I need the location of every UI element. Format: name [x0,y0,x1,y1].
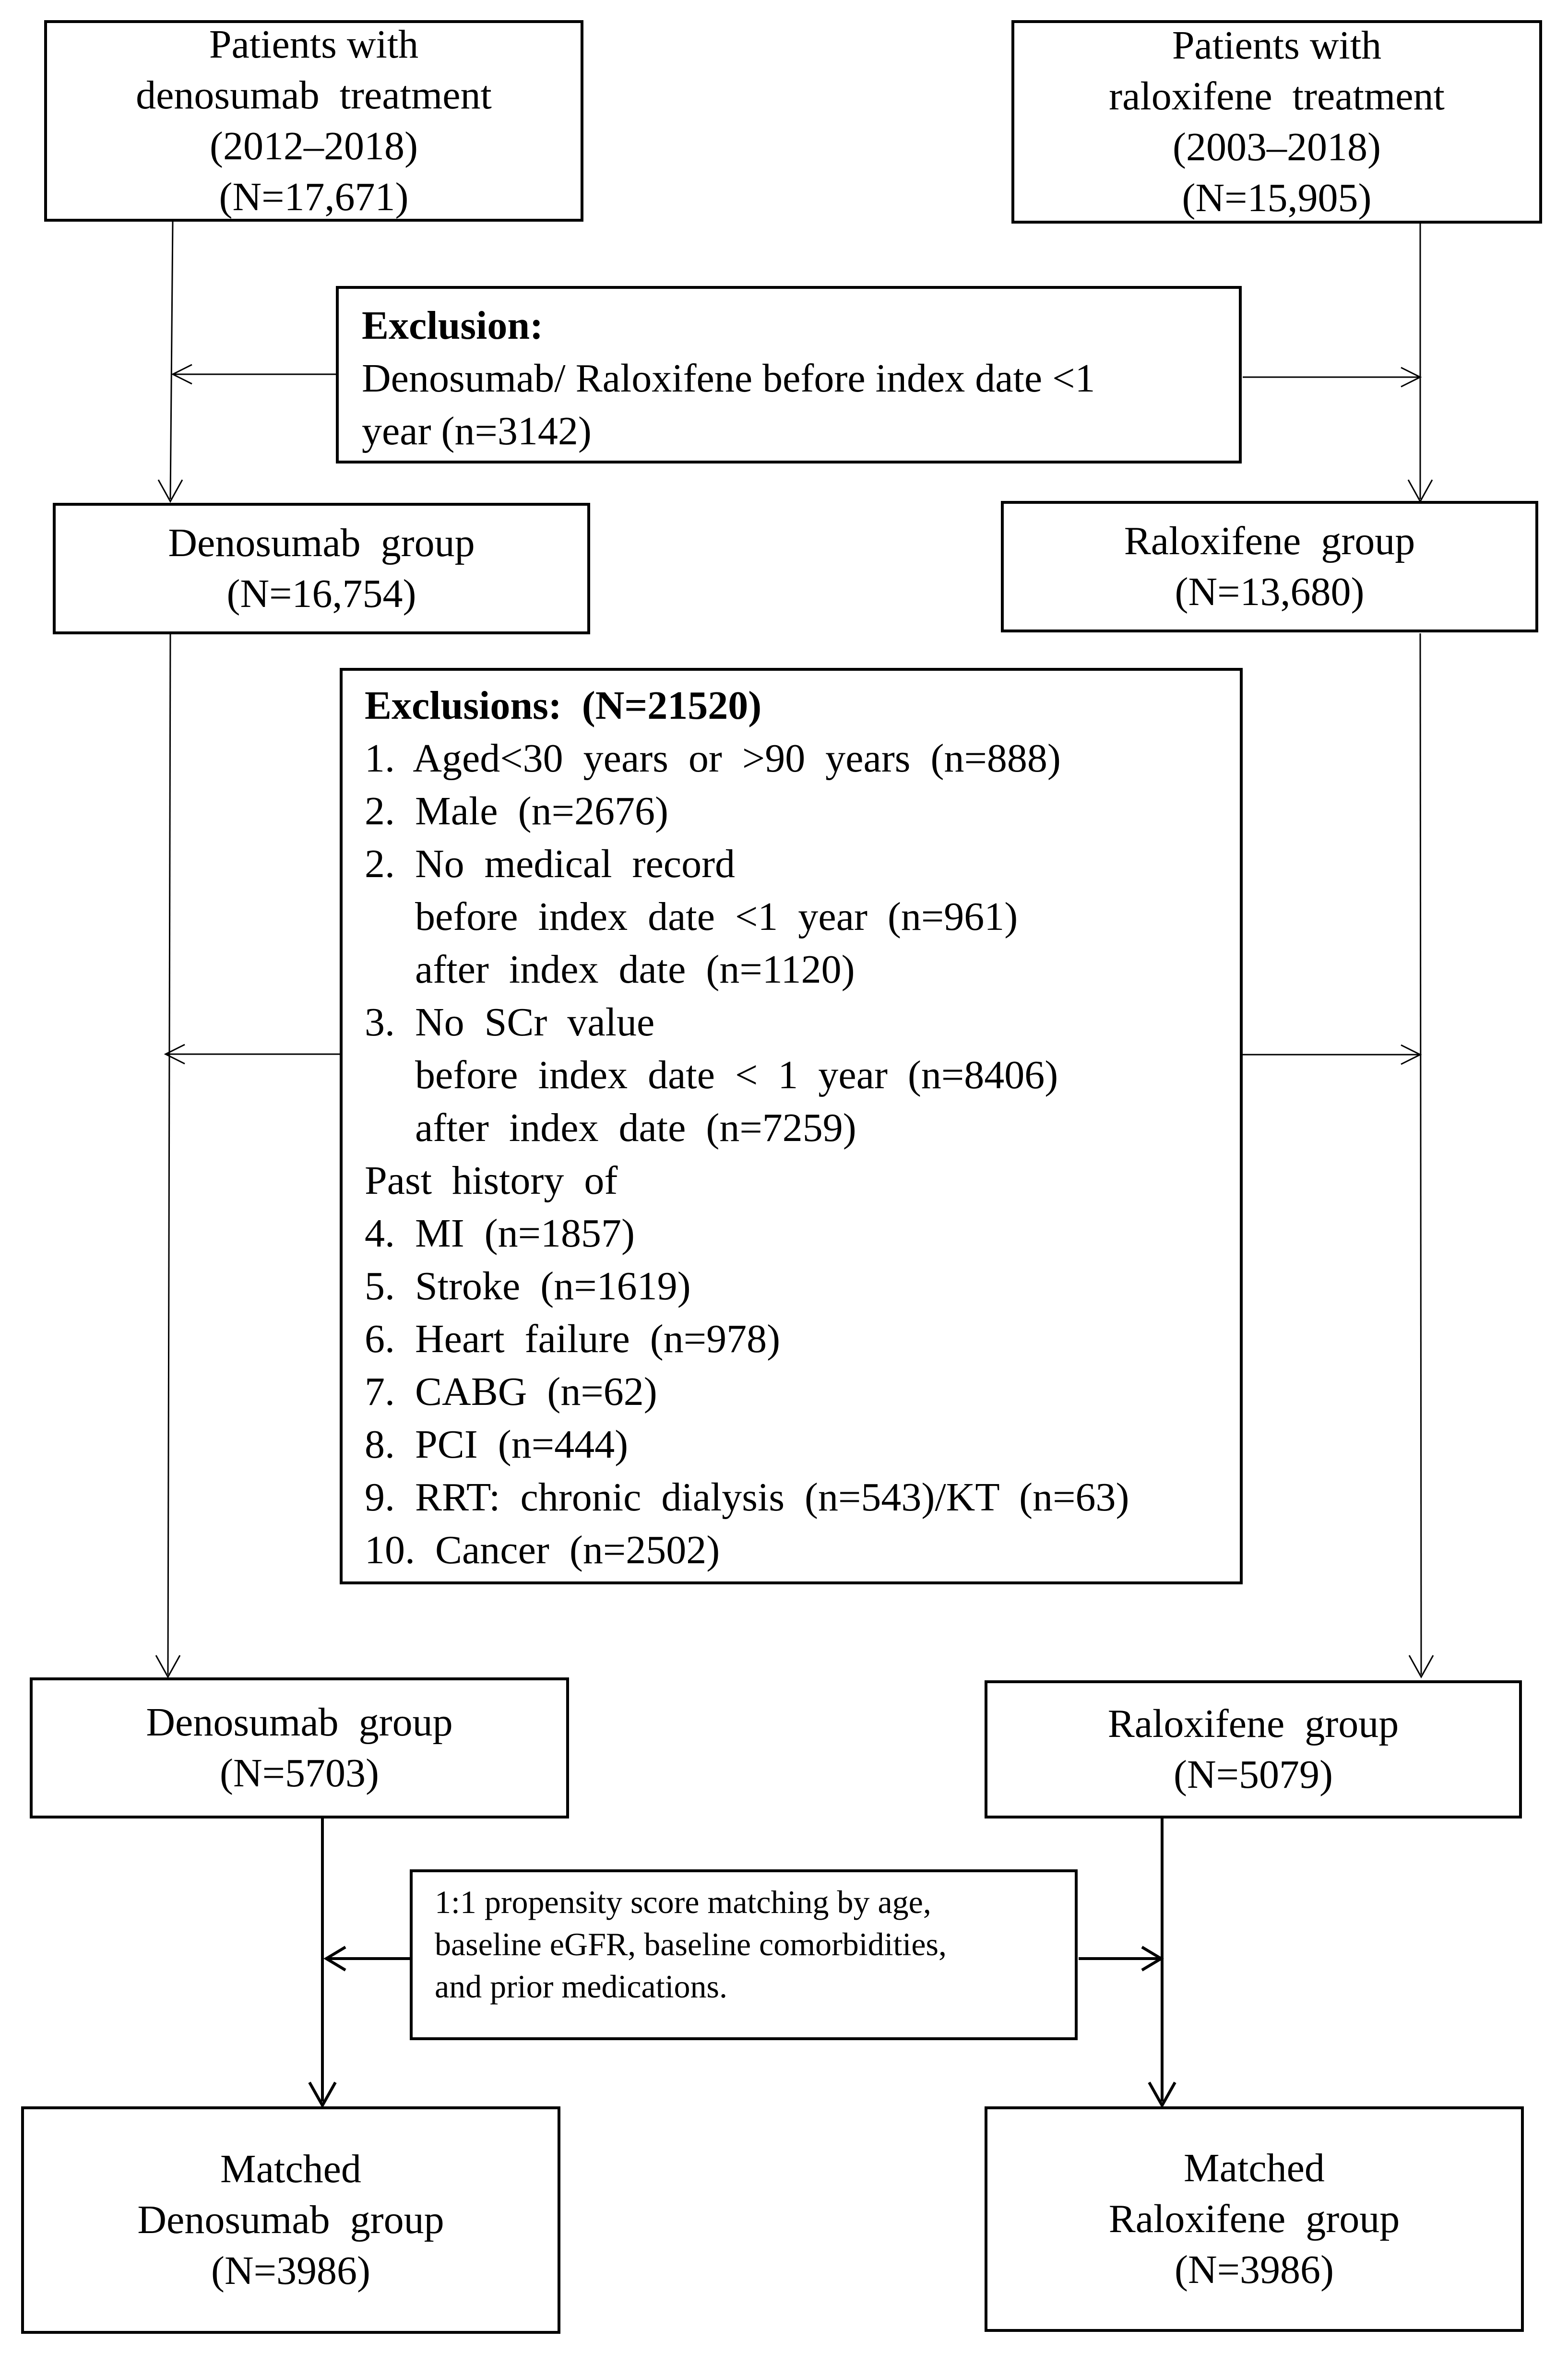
matched-raloxifene-box: Matched Raloxifene group (N=3986) [985,2106,1524,2332]
exclusion2-box: Exclusions: (N=21520) 1. Aged<30 years o… [340,668,1243,1584]
top-denosumab-box: Patients with denosumab treatment (2012–… [44,20,583,222]
top-raloxifene-box: Patients with raloxifene treatment (2003… [1011,20,1542,224]
exclusion2-item: 4. MI (n=1857) [365,1211,635,1256]
exclusion2-item: after index date (n=1120) [365,947,855,992]
top-raloxifene-line: (N=15,905) [1182,176,1372,220]
top-raloxifene-line: (2003–2018) [1173,125,1381,169]
matched-denosumab-line: (N=3986) [211,2248,370,2293]
exclusion2-item: 3. No SCr value [365,1000,655,1045]
matched-raloxifene-line: Raloxifene group [1108,2197,1400,2241]
exclusion1-title: Exclusion: [362,303,544,348]
exclusion2-item: Past history of [365,1158,618,1203]
connector-left-top [169,221,174,499]
arrowhead-excl2-right [1401,1044,1422,1065]
exclusion1-box: Exclusion: Denosumab/ Raloxifene before … [336,286,1242,463]
top-denosumab-line: (2012–2018) [210,124,418,168]
exclusion2-item: 1. Aged<30 years or >90 years (n=888) [365,736,1061,781]
matched-denosumab-line: Matched [220,2147,361,2191]
denosumab-group2-label: Denosumab group [146,1700,453,1745]
arrowhead-match-left [323,1946,346,1972]
exclusion2-item: 9. RRT: chronic dialysis (n=543)/KT (n=6… [365,1475,1129,1520]
denosumab-group1-box: Denosumab group (N=16,754) [53,503,590,634]
exclusion1-line: Denosumab/ Raloxifene before index date … [362,356,1095,401]
raloxifene-group1-box: Raloxifene group (N=13,680) [1001,501,1538,632]
exclusion1-line: year (n=3142) [362,409,592,453]
matched-denosumab-line: Denosumab group [137,2198,444,2242]
exclusion2-title: Exclusions: (N=21520) [365,683,762,728]
denosumab-group1-label: Denosumab group [168,521,475,565]
arrowhead-right-matched [1148,2081,1176,2109]
raloxifene-group2-count: (N=5079) [1174,1752,1333,1797]
connector-right-mid [1419,633,1422,1675]
exclusion2-item: before index date < 1 year (n=8406) [365,1053,1058,1097]
top-denosumab-line: (N=17,671) [219,175,409,219]
raloxifene-group2-box: Raloxifene group (N=5079) [985,1680,1522,1818]
matching-line: and prior medications. [435,1968,727,2005]
raloxifene-group1-count: (N=13,680) [1175,570,1365,614]
matching-line: baseline eGFR, baseline comorbidities, [435,1926,947,1962]
matching-box: 1:1 propensity score matching by age, ba… [410,1869,1078,2040]
matching-line: 1:1 propensity score matching by age, [435,1884,931,1920]
matched-denosumab-box: Matched Denosumab group (N=3986) [21,2106,560,2334]
exclusion2-item: 2. No medical record [365,842,736,886]
top-denosumab-line: Patients with [209,22,419,67]
exclusion2-item: 10. Cancer (n=2502) [365,1528,720,1572]
top-raloxifene-line: raloxifene treatment [1109,74,1445,119]
denosumab-group2-count: (N=5703) [220,1751,379,1795]
exclusion2-item: 6. Heart failure (n=978) [365,1317,781,1361]
arrowhead-excl1-right [1401,367,1422,388]
raloxifene-group2-label: Raloxifene group [1107,1701,1399,1746]
exclusion2-item: 2. Male (n=2676) [365,789,668,833]
denosumab-group2-box: Denosumab group (N=5703) [30,1677,569,1818]
arrowhead-excl2-left [164,1044,185,1065]
denosumab-group1-count: (N=16,754) [226,571,416,616]
arrowhead-right-group2 [1408,1655,1434,1679]
exclusion2-item: before index date <1 year (n=961) [365,894,1018,939]
exclusion2-item: after index date (n=7259) [365,1105,856,1150]
matched-raloxifene-line: (N=3986) [1175,2247,1334,2292]
arrowhead-match-right [1141,1946,1164,1972]
exclusion2-item: 7. CABG (n=62) [365,1369,657,1414]
exclusion2-item: 5. Stroke (n=1619) [365,1264,691,1308]
top-denosumab-line: denosumab treatment [136,73,492,118]
connector-left-mid [167,633,171,1675]
arrowhead-left-matched [308,2081,337,2109]
arrowhead-left-group1 [157,479,183,503]
arrowhead-left-group2 [155,1655,181,1679]
arrowhead-excl1-left [171,364,192,385]
raloxifene-group1-label: Raloxifene group [1124,519,1415,563]
top-raloxifene-line: Patients with [1172,23,1382,68]
exclusion2-item: 8. PCI (n=444) [365,1422,629,1467]
matched-raloxifene-line: Matched [1184,2146,1325,2190]
